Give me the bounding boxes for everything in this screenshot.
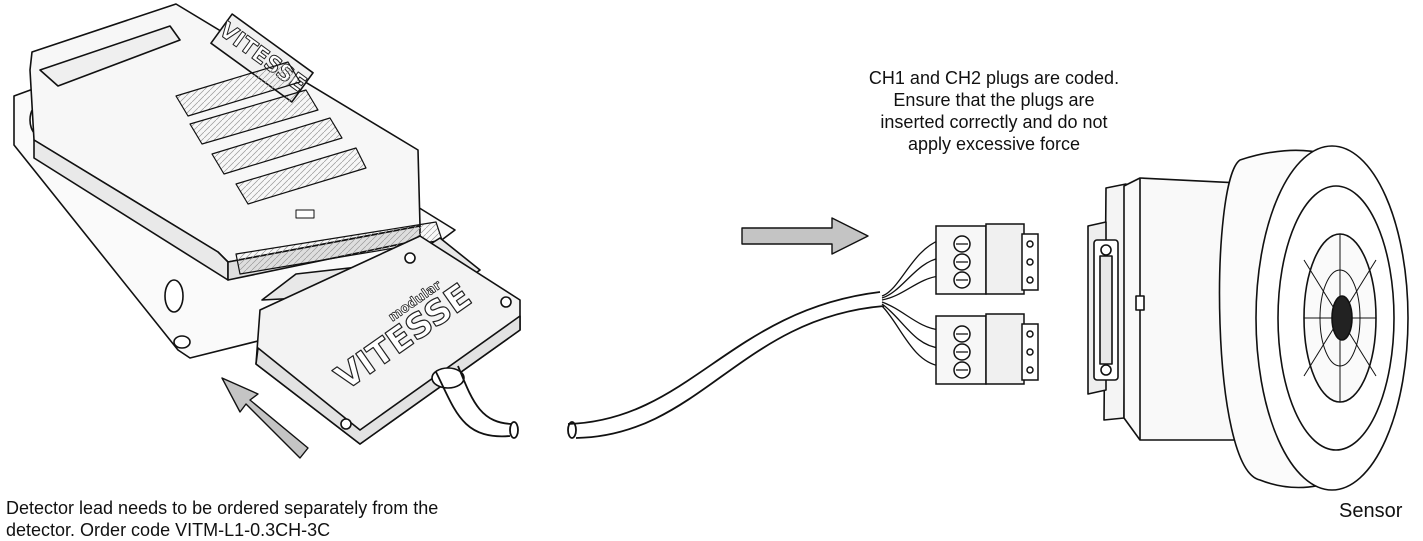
detector-module: VITESSE VITESSE modular — [13, 3, 521, 445]
arrow-to-plugs — [741, 217, 869, 255]
detector-lead-note: Detector lead needs to be ordered separa… — [6, 497, 566, 541]
plug-ch1 — [935, 223, 1039, 295]
sensor-lens — [1331, 295, 1353, 341]
sensor-label: Sensor — [1339, 500, 1403, 522]
sensor — [1087, 145, 1409, 491]
plug-ch2 — [935, 313, 1039, 385]
mounting-slot — [173, 335, 191, 349]
mounting-slot — [164, 279, 184, 313]
plug-note-line: inserted correctly and do not — [880, 112, 1108, 132]
lead-note-line-2: detector. Order code VITM-L1-0.3CH-3C — [6, 520, 331, 540]
lead-note-line-1: Detector lead needs to be ordered separa… — [6, 498, 439, 518]
detector-lead-cable — [435, 239, 941, 439]
plug-note-line: apply excessive force — [907, 134, 1081, 154]
arrow-to-detector — [221, 377, 309, 459]
installation-diagram: VITESSE VITESSE modular — [13, 3, 1409, 491]
plug-note-line: CH1 and CH2 plugs are coded. — [868, 68, 1120, 88]
plug-note-line: Ensure that the plugs are — [893, 90, 1095, 110]
bracket-screw — [1100, 244, 1112, 256]
bracket-screw — [1100, 364, 1112, 376]
plug-coding-note: CH1 and CH2 plugs are coded. Ensure that… — [800, 67, 1188, 155]
